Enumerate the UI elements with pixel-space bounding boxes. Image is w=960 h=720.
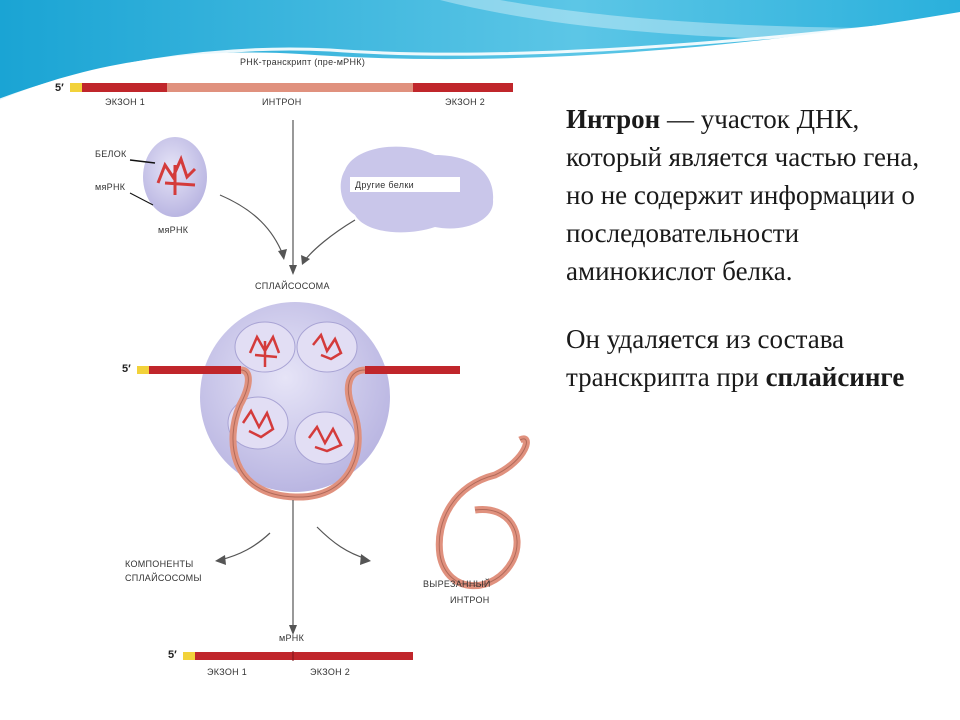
five-prime-cap-3 [183,652,195,660]
wave-band [0,0,960,100]
components-arrowhead [215,555,226,565]
protein-label: БЕЛОК [95,149,127,159]
exon2-label: ЭКЗОН 2 [445,97,485,107]
intron-definition: Интрон — участок ДНК, который является ч… [566,100,946,290]
snrnp-label: мяРНК [158,225,189,235]
right-merge-arrowhead [301,255,310,265]
splicing-diagram: РНК-транскрипт (пре-мРНК) 5′ ЭКЗОН 1 ИНТ… [55,57,530,677]
intron-loop-outline [232,369,366,498]
spliceosome-body [200,302,390,492]
protein-pointer [129,159,156,164]
intron-label: ИНТРОН [262,97,302,107]
mrna-label: мРНК [279,633,305,643]
right-merge-arrow [304,219,356,261]
subunit-rna-2 [312,332,343,361]
components-label-1: КОМПОНЕНТЫ [125,559,194,569]
components-label-2: СПЛАЙСОСОМЫ [125,572,202,583]
intron-term: Интрон [566,104,661,134]
exon1-in-spliceosome [149,366,241,374]
exon1-label: ЭКЗОН 1 [105,97,145,107]
lower-center-arrowhead [289,625,297,635]
five-prime-label-3: 5′ [168,649,177,661]
snrna-label: мяРНК [95,182,126,192]
splicing-note: Он удаляется из состава транскрипта при … [566,320,946,396]
excised-arrowhead [360,554,371,565]
definition-text: Интрон — участок ДНК, который является ч… [566,100,946,426]
exon2-segment [413,83,513,92]
final-exon2-segment [293,652,413,660]
decorative-wave-banner [0,0,960,102]
spliceosome-label: СПЛАЙСОСОМА [255,280,330,291]
transcript-title: РНК-транскрипт (пре-мРНК) [240,57,365,67]
five-prime-cap [70,83,82,92]
components-arrow [219,532,271,561]
snrna-pointer [129,192,154,206]
wave-inner [440,0,960,41]
splicing-note-start: Он удаляется из состава транскрипта при [566,324,845,392]
exon1-segment [82,83,167,92]
five-prime-label-2: 5′ [122,363,131,375]
excised-arrow [316,526,368,560]
excised-label-1: ВЫРЕЗАННЫЙ [423,578,491,589]
left-merge-arrowhead [278,249,287,260]
subunit-top-right [296,321,358,373]
excised-intron-outline [438,438,527,587]
five-prime-label: 5′ [55,82,64,94]
snrna-squiggle [156,154,197,195]
intron-segment [167,83,413,92]
final-exon2-label: ЭКЗОН 2 [310,667,350,677]
subunit-bottom-right [294,411,356,465]
splicing-term: сплайсинге [765,362,905,392]
center-arrowhead [289,265,297,275]
final-exon1-label: ЭКЗОН 1 [207,667,247,677]
five-prime-cap-2 [137,366,149,374]
subunit-rna-4 [307,424,343,453]
excised-label-2: ИНТРОН [450,595,490,605]
exon2-in-spliceosome [365,366,460,374]
intron-definition-rest: — участок ДНК, который является частью г… [566,104,920,286]
wave-highlight [0,16,960,102]
excised-intron-lariat [435,435,530,590]
other-proteins-label: Другие белки [355,180,414,190]
final-exon1-segment [195,652,293,660]
subunit-rna-1 [248,334,281,367]
left-merge-arrow [219,194,284,256]
subunit-rna-3 [241,408,275,439]
other-proteins-label-box [350,177,460,192]
